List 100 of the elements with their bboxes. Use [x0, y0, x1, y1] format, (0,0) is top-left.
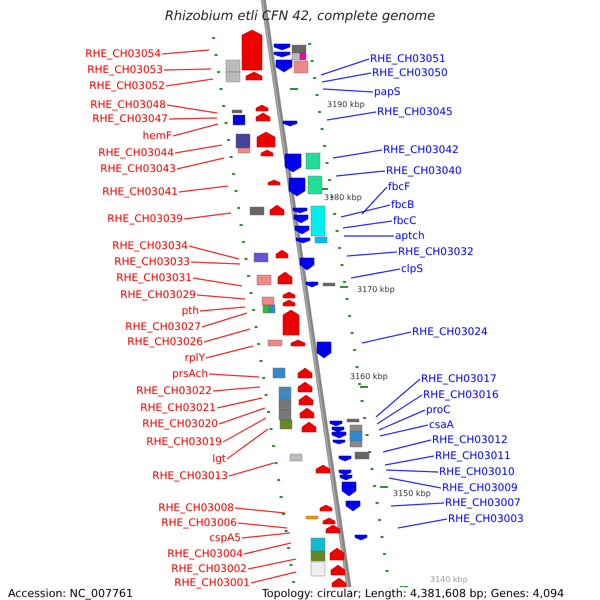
leader-line [384, 456, 434, 466]
leader-line [162, 50, 210, 54]
leader-line [166, 78, 214, 86]
gene-label: RHE_CH03047 [92, 113, 168, 125]
gene-label: RHE_CH03040 [386, 165, 462, 177]
gene-label: RHE_CH03013 [152, 470, 228, 482]
gene-label: RHE_CH03006 [161, 517, 237, 529]
gene-label: cspA5 [209, 532, 241, 544]
gene-label: RHE_CH03003 [448, 513, 524, 525]
gene-label: RHE_CH03052 [89, 80, 165, 92]
footer-text: Topology: circular; Length: 4,381,608 bp; Genes: 4,094 [262, 587, 564, 600]
gene-label: RHE_CH03012 [432, 434, 508, 446]
scale-label: 3170 kbp [357, 285, 395, 295]
leader-line [322, 72, 372, 82]
gene-label: proC [426, 404, 451, 416]
leader-line [238, 522, 288, 528]
gene-label: RHE_CH03031 [116, 272, 192, 284]
leader-line [244, 542, 292, 554]
leader-line [204, 328, 250, 342]
leader-line [248, 558, 296, 570]
gene-label: RHE_CH03004 [167, 548, 243, 560]
gene-label: RHE_CH03045 [377, 106, 453, 118]
gene-label: fbcF [388, 181, 410, 193]
gene-label: RHE_CH03008 [158, 502, 234, 514]
gene-label: RHE_CH03024 [412, 326, 488, 338]
leader-line [190, 262, 240, 264]
gene-label: lgt [212, 453, 226, 465]
gene-label: aptch [395, 230, 425, 242]
gene-label: RHE_CH03039 [107, 213, 183, 225]
gene-label: RHE_CH03054 [85, 48, 161, 60]
leader-line [216, 398, 262, 408]
leader-line [174, 144, 222, 154]
leader-line [376, 378, 420, 418]
scale-label: 3190 kbp [327, 100, 365, 110]
leader-line [218, 408, 266, 424]
leader-line [168, 118, 218, 120]
gene-label: RHE_CH03021 [140, 402, 216, 414]
leader-line [208, 374, 260, 378]
leader-line [388, 478, 442, 488]
scale-label: 3180 kbp [324, 193, 362, 203]
leader-line [196, 294, 246, 300]
leader-line [346, 252, 398, 256]
leader-line [172, 124, 218, 136]
gene-label: hemF [142, 130, 172, 142]
leader-line [380, 424, 428, 436]
gene-label: RHE_CH03020 [142, 418, 218, 430]
scale-label: 3140 kbp [430, 575, 468, 585]
leader-line [202, 312, 248, 328]
leader-line [326, 112, 376, 120]
leader-line [376, 394, 422, 424]
leader-line [336, 170, 386, 176]
gene-label: RHE_CH03053 [87, 64, 163, 76]
gene-label: RHE_CH03011 [435, 450, 511, 462]
gene-label: RHE_CH03042 [383, 144, 459, 156]
leader-line [164, 68, 212, 70]
gene-label: RHE_CH03001 [174, 577, 250, 589]
leader-line [166, 104, 218, 114]
leader-line [222, 418, 266, 442]
gene-label: RHE_CH03043 [100, 163, 176, 175]
leader-line [234, 508, 286, 514]
leader-line [226, 428, 268, 460]
gene-label: RHE_CH03010 [439, 466, 515, 478]
gene-label: RHE_CH03032 [398, 246, 474, 258]
title: Rhizobium etli CFN 42, complete genome [164, 9, 436, 24]
leader-line [362, 186, 388, 214]
gene-label: pth [182, 305, 199, 317]
leader-line [362, 332, 412, 344]
gene-label: RHE_CH03027 [125, 321, 201, 333]
leader-line [340, 204, 390, 218]
gene-label: rplY [184, 352, 205, 364]
leader-line [242, 532, 290, 538]
gene-label: RHE_CH03034 [112, 240, 188, 252]
leader-line [342, 220, 392, 228]
leader-line [188, 246, 240, 260]
gene-label: RHE_CH03051 [370, 53, 446, 65]
gene-label: RHE_CH03026 [127, 336, 203, 348]
gene-label: RHE_CH03044 [98, 147, 174, 159]
leader-line [200, 306, 246, 312]
gene-label: RHE_CH03050 [372, 67, 448, 79]
leader-line [228, 462, 274, 476]
leader-line [250, 572, 296, 584]
leader-line [350, 268, 400, 278]
gene-label: RHE_CH03007 [445, 497, 521, 509]
gene-label: prsAch [172, 368, 208, 380]
gene-label: RHE_CH03022 [136, 385, 212, 397]
gene-label: RHE_CH03029 [120, 289, 196, 301]
scale-label: 3160 kbp [350, 372, 388, 382]
leader-line [322, 88, 374, 92]
leader-line [398, 518, 448, 528]
leader-line [378, 410, 426, 430]
gene-label: RHE_CH03002 [171, 563, 247, 575]
gene-label: papS [374, 86, 400, 98]
leader-line [176, 158, 224, 170]
scale-label: 3150 kbp [393, 489, 431, 499]
gene-label: RHE_CH03048 [90, 99, 166, 111]
gene-label: RHE_CH03016 [423, 389, 499, 401]
gene-label: csaA [429, 419, 454, 431]
leader-line [390, 502, 444, 506]
leader-line [206, 346, 254, 358]
leader-line [382, 440, 432, 452]
